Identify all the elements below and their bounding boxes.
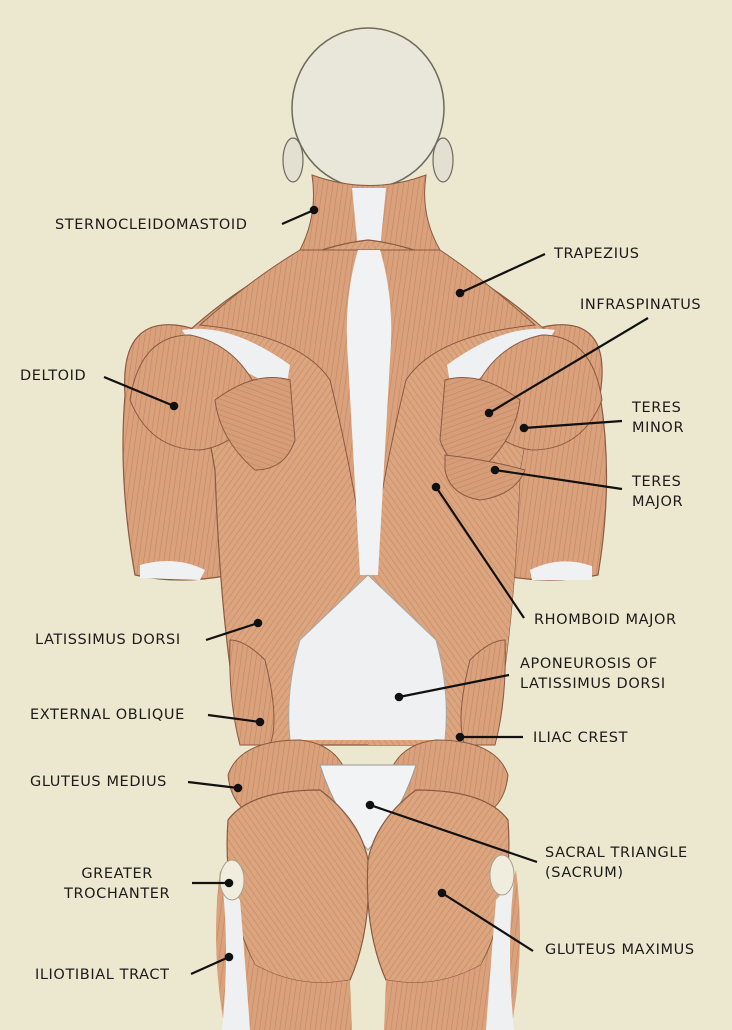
left-infraspinatus-shape xyxy=(214,377,296,471)
left-thigh xyxy=(216,870,352,1030)
right-external-oblique-shape xyxy=(460,639,506,746)
label-teres-minor-line1: TERES xyxy=(632,400,682,416)
leader-lines xyxy=(103,205,649,976)
left-iliotibial-band xyxy=(222,880,250,1030)
label-teres-minor-line2: MINOR xyxy=(632,420,685,436)
label-aponeurosis-line1: APONEUROSIS OF xyxy=(520,656,658,672)
label-rhomboid-major: RHOMBOID MAJOR xyxy=(534,612,677,628)
right-iliotibial-band xyxy=(486,880,514,1030)
spine-tendon xyxy=(346,250,392,575)
aponeurosis-shape xyxy=(288,575,447,740)
label-aponeurosis-line2: LATISSIMUS DORSI xyxy=(520,676,666,692)
label-trapezius: TRAPEZIUS xyxy=(554,246,640,262)
label-teres-major-line2: MAJOR xyxy=(632,494,684,510)
right-trochanter-shape xyxy=(489,854,515,896)
label-sacral-triangle: SACRAL TRIANGLE (SACRUM) xyxy=(545,843,688,883)
label-latissimus-dorsi: LATISSIMUS DORSI xyxy=(35,632,181,648)
label-sacral-triangle-line1: SACRAL TRIANGLE xyxy=(545,845,688,861)
label-external-oblique: EXTERNAL OBLIQUE xyxy=(30,707,185,723)
right-thigh xyxy=(384,870,520,1030)
label-infraspinatus: INFRASPINATUS xyxy=(580,297,702,313)
label-teres-major-line1: TERES xyxy=(632,474,682,490)
label-sternocleidomastoid: STERNOCLEIDOMASTOID xyxy=(55,217,248,233)
label-iliotibial-tract: ILIOTIBIAL TRACT xyxy=(35,967,170,983)
label-deltoid: DELTOID xyxy=(20,368,87,384)
label-gluteus-maximus: GLUTEUS MAXIMUS xyxy=(545,942,695,958)
label-iliac-crest: ILIAC CREST xyxy=(533,730,629,746)
right-teres-major-shape xyxy=(444,454,526,501)
label-greater-trochanter: GREATER TROCHANTER xyxy=(64,864,170,904)
label-greater-trochanter-line1: GREATER xyxy=(81,866,153,882)
label-sacral-triangle-line2: (SACRUM) xyxy=(545,865,624,881)
label-teres-major: TERES MAJOR xyxy=(632,472,683,512)
neck-tendon xyxy=(352,188,386,250)
label-greater-trochanter-line2: TROCHANTER xyxy=(64,886,171,902)
label-gluteus-medius: GLUTEUS MEDIUS xyxy=(30,774,167,790)
label-aponeurosis: APONEUROSIS OF LATISSIMUS DORSI xyxy=(520,654,666,694)
label-teres-minor: TERES MINOR xyxy=(632,398,684,438)
head xyxy=(282,27,454,189)
